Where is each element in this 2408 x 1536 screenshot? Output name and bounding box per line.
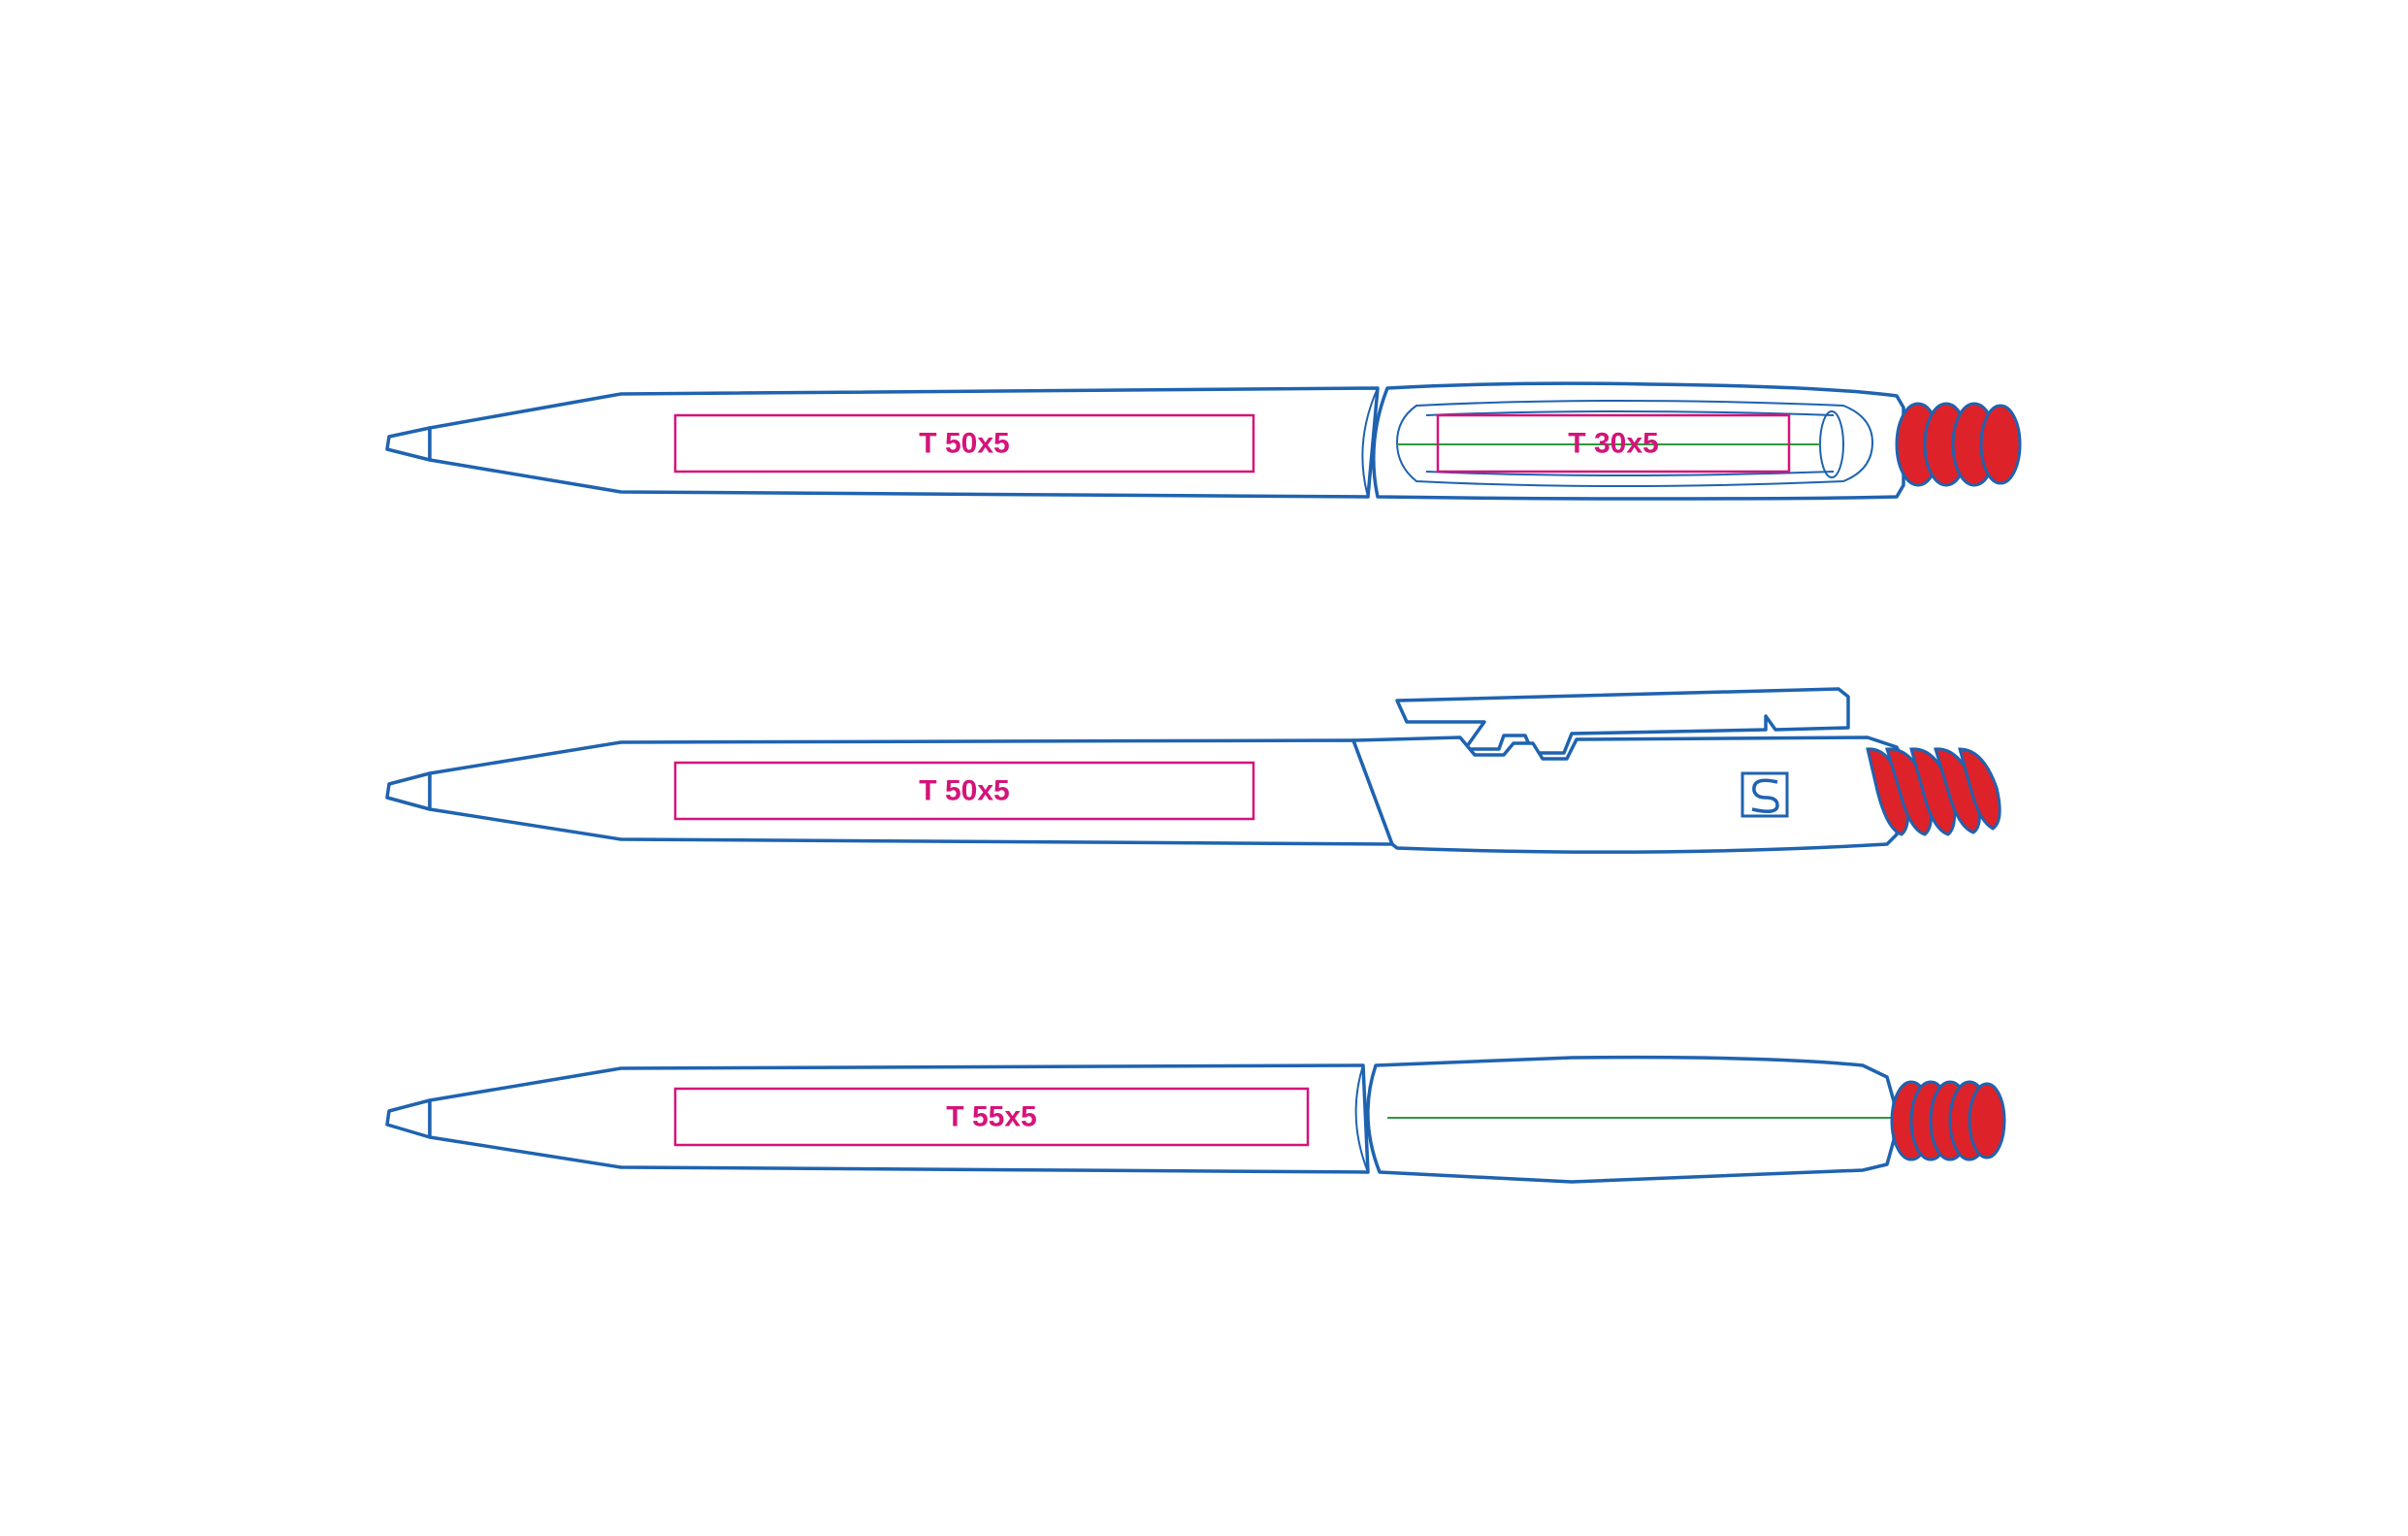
push-button [1890, 1080, 2006, 1161]
print-area-1-label: T 50x5 [919, 428, 1009, 460]
pen-tip [385, 1098, 432, 1139]
push-button [1866, 747, 2001, 836]
print-area-1 [673, 413, 1255, 474]
pen-cap [1351, 735, 1904, 854]
pen-barrel [428, 738, 1394, 846]
pen-back-view: T 55x5 [385, 1055, 2006, 1184]
pen-side-view: T 50x5 [385, 687, 2001, 854]
print-area-1 [673, 1087, 1310, 1147]
clip-window [1395, 400, 1874, 487]
clip-window-inner [1425, 410, 1835, 476]
print-area-1 [673, 761, 1255, 821]
pen-clip [1395, 687, 1850, 755]
print-area-1-label: T 55x5 [946, 1101, 1036, 1133]
pen-cap [1366, 1055, 1896, 1184]
s-logo-icon [1741, 771, 1789, 818]
print-area-1-label: T 50x5 [919, 775, 1009, 807]
pen-tip [385, 426, 432, 462]
pen-front-view: T 50x5 T 30x5 [385, 381, 2022, 501]
pen-tip [385, 771, 432, 811]
print-area-2 [1436, 413, 1791, 474]
pen-barrel [428, 1063, 1370, 1174]
push-button [1895, 402, 2022, 487]
pen-barrel [428, 386, 1380, 499]
print-area-2-label: T 30x5 [1568, 428, 1658, 460]
